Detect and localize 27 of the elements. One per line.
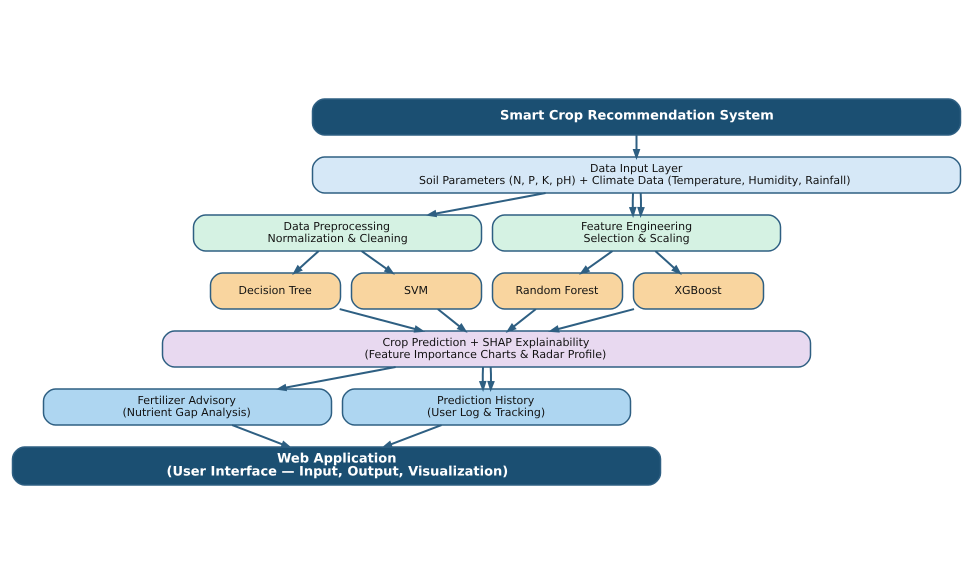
arrow (232, 424, 292, 448)
arrow (478, 366, 487, 392)
node-box: Crop Prediction + SHAP Explainability (Feature Importance Charts & Radar Profile) (162, 330, 812, 368)
arrow (637, 192, 645, 218)
arrow (292, 250, 320, 275)
node-box: Web Application (User Interface — Input, Output, Visualization) (12, 446, 662, 486)
node-box: Feature Engineering Selection & Scaling (492, 214, 782, 252)
node-box: Random Forest (492, 272, 624, 310)
arrow (487, 366, 495, 392)
arrow (426, 192, 546, 217)
arrow (506, 308, 536, 332)
arrow (654, 250, 682, 275)
node-box: Prediction History (User Log & Tracking) (342, 388, 632, 426)
node-box: Data Input Layer Soil Parameters (N, P, K, pH) + Climate Data (Temperature, Humidity, Rainfall) (312, 156, 962, 194)
arrow (339, 308, 426, 332)
node-box: Decision Tree (210, 272, 342, 310)
node-box: Smart Crop Recommendation System (312, 98, 962, 136)
node-box: XGBoost (632, 272, 764, 310)
node-box: Fertilizer Advisory (Nutrient Gap Analysis) (42, 388, 332, 426)
arrow (381, 424, 442, 448)
arrow (632, 134, 640, 160)
arrow (276, 366, 396, 391)
node-box: Data Preprocessing Normalization & Cleaning (192, 214, 482, 252)
arrow (628, 192, 637, 218)
arrow (437, 308, 468, 332)
node-box: SVM (350, 272, 482, 310)
arrow (548, 308, 634, 332)
